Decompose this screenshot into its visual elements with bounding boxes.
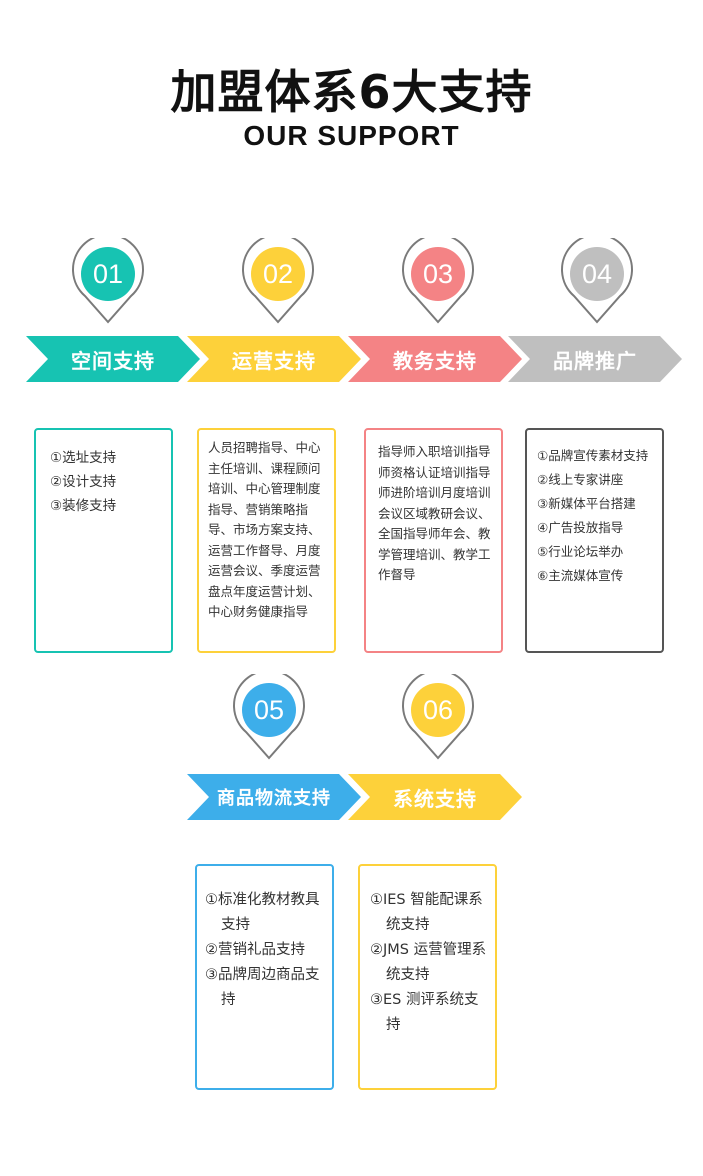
banner-brand-promotion: 品牌推广 [508, 336, 682, 382]
card-brand-promotion: ①品牌宣传素材支持 ②线上专家讲座 ③新媒体平台搭建 ④广告投放指导 ⑤行业论坛… [525, 428, 664, 653]
banner-label: 运营支持 [232, 348, 316, 373]
banner-label: 商品物流支持 [217, 788, 331, 809]
banner-space-support: 空间支持 [26, 336, 200, 382]
banner-teaching-support: 教务支持 [348, 336, 522, 382]
banner-label: 空间支持 [71, 348, 155, 373]
card-text: 指导师入职培训指导师资格认证培训指导师进阶培训月度培训会议区域教研会议、全国指导… [378, 444, 491, 582]
badge-04: 04 [560, 238, 634, 324]
list-item: ③ES 测评系统支持 [370, 992, 479, 1033]
banner-label: 教务支持 [393, 348, 477, 373]
banner-label: 品牌推广 [553, 348, 637, 373]
badge-01: 01 [71, 238, 145, 324]
card-system-support: ①IES 智能配课系统支持 ②JMS 运营管理系统支持 ③ES 测评系统支持 [358, 864, 497, 1090]
badge-number: 03 [422, 259, 454, 289]
card-text: 人员招聘指导、中心主任培训、课程顾问培训、中心管理制度指导、营销策略指导、市场方… [208, 440, 321, 619]
page-title: 加盟体系6大支持 [170, 65, 533, 119]
badge-number: 05 [253, 695, 285, 725]
badge-02: 02 [241, 238, 315, 324]
list-item: ②JMS 运营管理系统支持 [370, 942, 487, 983]
list-item: ③装修支持 [50, 498, 117, 514]
list-item: ②营销礼品支持 [205, 942, 305, 958]
banner-system-support: 系统支持 [348, 774, 522, 820]
banner-logistics-support: 商品物流支持 [187, 774, 361, 820]
list-item: ②线上专家讲座 [537, 472, 624, 487]
badge-number: 06 [422, 695, 454, 725]
card-operation-support: 人员招聘指导、中心主任培训、课程顾问培训、中心管理制度指导、营销策略指导、市场方… [197, 428, 336, 653]
card-space-support: ①选址支持 ②设计支持 ③装修支持 [34, 428, 173, 653]
banner-operation-support: 运营支持 [187, 336, 361, 382]
list-item: ③品牌周边商品支持 [205, 967, 320, 1008]
page-subtitle: OUR SUPPORT [243, 120, 460, 151]
list-item: ②设计支持 [50, 474, 117, 490]
list-item: ③新媒体平台搭建 [537, 496, 636, 511]
list-item: ①选址支持 [50, 450, 117, 466]
list-item: ⑤行业论坛举办 [537, 544, 624, 559]
badge-03: 03 [401, 238, 475, 324]
card-teaching-support: 指导师入职培训指导师资格认证培训指导师进阶培训月度培训会议区域教研会议、全国指导… [364, 428, 503, 653]
list-item: ①标准化教材教具支持 [205, 892, 320, 933]
badge-06: 06 [401, 674, 475, 760]
card-logistics-support: ①标准化教材教具支持 ②营销礼品支持 ③品牌周边商品支持 [195, 864, 334, 1090]
list-item: ①IES 智能配课系统支持 [370, 892, 483, 933]
badge-05: 05 [232, 674, 306, 760]
banner-label: 系统支持 [393, 786, 477, 811]
list-item: ⑥主流媒体宣传 [537, 568, 624, 583]
badge-number: 01 [92, 259, 124, 289]
list-item: ④广告投放指导 [537, 520, 624, 535]
badge-number: 02 [262, 259, 294, 289]
badge-number: 04 [581, 259, 613, 289]
list-item: ①品牌宣传素材支持 [537, 448, 649, 463]
